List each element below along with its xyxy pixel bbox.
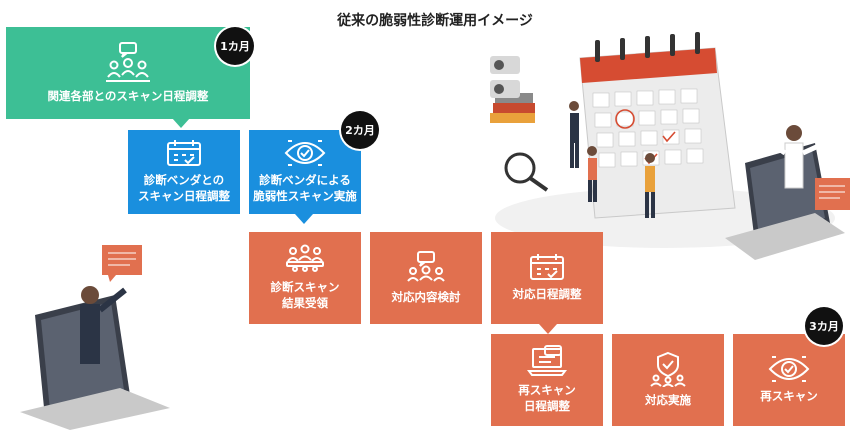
discussion-icon [407,251,445,282]
badge-month-3: 3カ月 [805,307,843,345]
laptop-person-illustration [20,245,170,430]
connector-arrow [295,214,313,224]
step-vendor-schedule: 診断ベンダとの スキャン日程調整 [128,130,240,214]
connector-arrow [604,381,613,399]
calendar-icon [167,140,201,167]
step-label: 対応日程調整 [512,287,582,302]
step-response-impl: 対応実施 [612,334,724,426]
badge-month-2: 2カ月 [341,111,379,149]
connector-arrow [362,271,371,289]
group-meeting-icon [286,244,324,273]
calendar-illustration [490,32,850,260]
eye-icon [768,356,810,383]
connector-arrow [172,118,190,128]
step-response-review: 対応内容検討 [370,232,482,324]
step-label-line2: 結果受領 [282,296,328,310]
meeting-people-icon [106,42,150,83]
step-rescan-schedule: 再スキャン 日程調整 [491,334,603,426]
laptop-chat-icon [527,345,567,377]
page-title: 従来の脆弱性診断運用イメージ [337,13,533,29]
step-label-line2: 脆弱性スキャン実施 [253,189,357,203]
step-label-line2: スキャン日程調整 [138,189,230,203]
eye-icon [284,140,326,167]
step-label-line1: 診断ベンダとの [143,173,225,188]
step-label: 関連各部とのスキャン日程調整 [47,89,209,104]
badge-month-1: 1カ月 [216,27,254,65]
connector-arrow [483,271,492,289]
step-label: 再スキャン [760,389,818,404]
step-response-schedule: 対応日程調整 [491,232,603,324]
step-label-line1: 診断スキャン [270,280,340,295]
step-label-line2: 日程調整 [524,399,570,413]
connector-arrow [539,324,557,334]
step-label-line1: 再スキャン [518,383,576,398]
connector-arrow [240,161,249,179]
step-label: 対応実施 [645,393,691,408]
step-label: 対応内容検討 [391,290,461,305]
step-schedule-all: 関連各部とのスキャン日程調整 [6,27,250,119]
calendar-icon [530,254,564,281]
step-rescan: 再スキャン [733,334,845,426]
step-vendor-scan: 診断ベンダによる 脆弱性スキャン実施 [249,130,361,214]
connector-arrow [725,381,734,399]
step-receive-results: 診断スキャン 結果受領 [249,232,361,324]
shield-check-icon [650,352,686,388]
step-label-line1: 診断ベンダによる [259,173,351,188]
